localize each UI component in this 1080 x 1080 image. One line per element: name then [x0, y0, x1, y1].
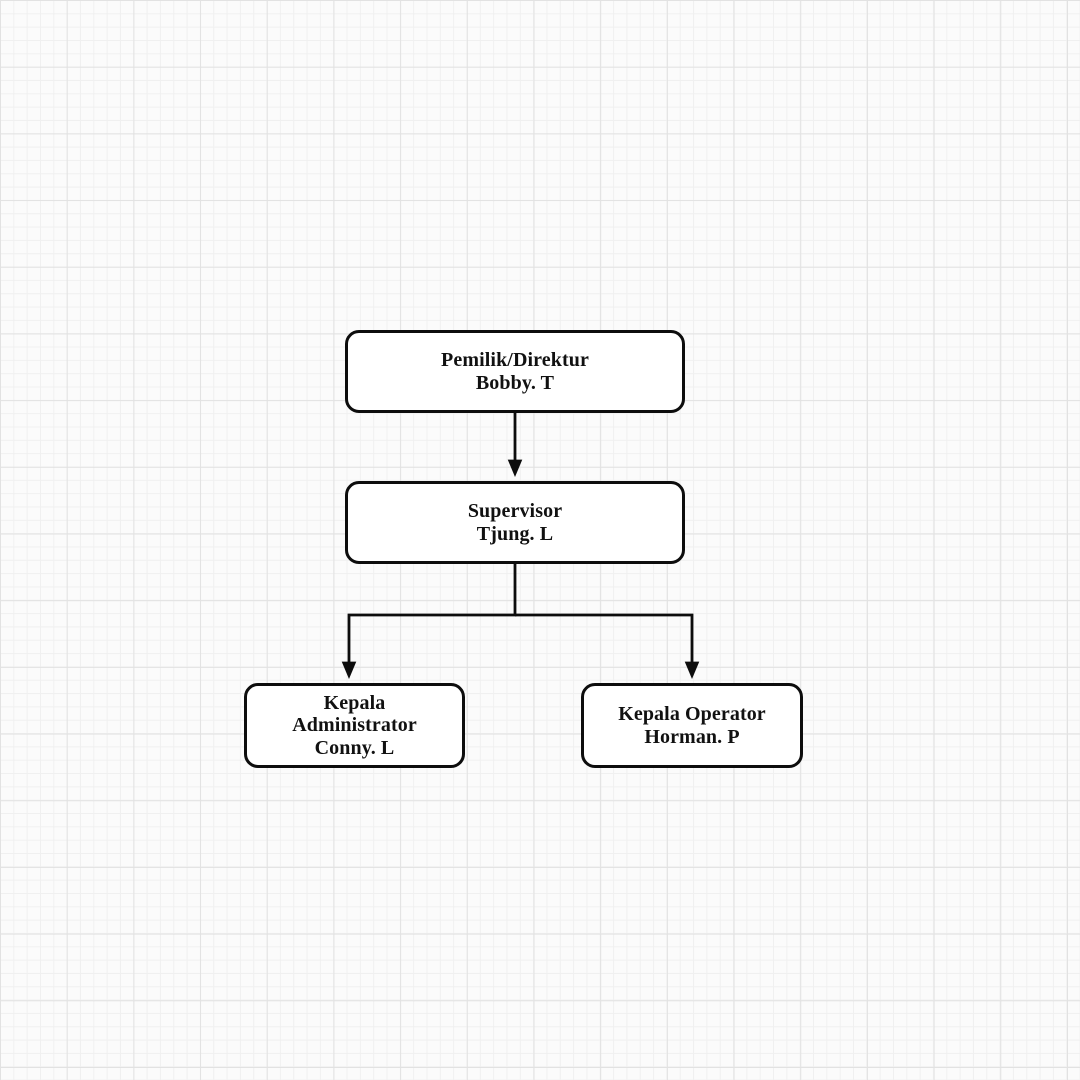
node-supervisor-person: Tjung. L [476, 522, 554, 545]
node-operator-person: Horman. P [644, 725, 740, 748]
node-owner[interactable]: Pemilik/Direktur Bobby. T [345, 330, 685, 413]
node-kepala-administrator[interactable]: Kepala Administrator Conny. L [244, 683, 465, 768]
node-admin-person: Conny. L [314, 736, 395, 759]
edge-supervisor-to-operator [515, 613, 700, 679]
node-supervisor-role: Supervisor [467, 500, 563, 523]
node-supervisor[interactable]: Supervisor Tjung. L [345, 481, 685, 564]
node-operator-role: Kepala Operator [618, 703, 766, 726]
node-admin-role-line2: Administrator [292, 714, 417, 737]
node-admin-role-line1: Kepala [323, 691, 386, 714]
edge-supervisor-to-admin [341, 564, 517, 679]
node-owner-role: Pemilik/Direktur [441, 349, 589, 372]
node-owner-person: Bobby. T [475, 371, 555, 394]
node-kepala-operator[interactable]: Kepala Operator Horman. P [581, 683, 803, 768]
